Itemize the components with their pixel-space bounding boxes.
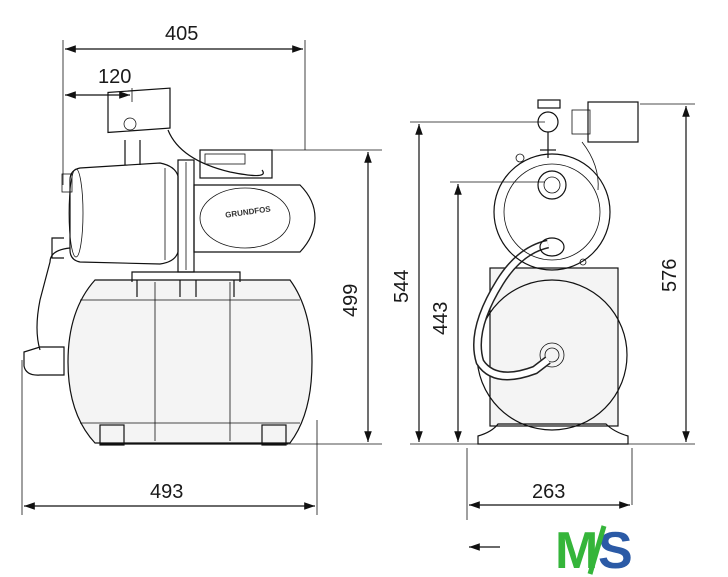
- dim-label-576: 576: [659, 259, 681, 292]
- pump-housing: [69, 162, 179, 265]
- side-view: [410, 99, 695, 551]
- connection-hose: [36, 247, 71, 351]
- dim-label-443: 443: [430, 302, 452, 335]
- side-tank-body: [489, 267, 619, 427]
- dim-label-263: 263: [532, 481, 565, 503]
- logo-slash: [587, 525, 607, 575]
- pump-motor: [193, 184, 316, 253]
- dim-label-499: 499: [340, 284, 362, 317]
- dimension-labels: 405 120 493 263 499 544 443 576: [98, 23, 681, 503]
- pressure-tank: [67, 279, 313, 444]
- tank-inlet-fitting: [23, 346, 65, 376]
- pressure-switch: [107, 87, 171, 134]
- side-tank-base: [477, 423, 629, 445]
- dim-label-120: 120: [98, 66, 131, 88]
- side-pump-body: [493, 153, 611, 271]
- tank-foot-left: [99, 424, 125, 446]
- dim-label-493: 493: [150, 481, 183, 503]
- ms-logo: M S: [555, 522, 633, 577]
- side-pressure-switch: [587, 101, 639, 143]
- pump-brand-label: GRUNDFOS: [225, 204, 272, 219]
- front-view: GRUNDFOS: [21, 40, 382, 515]
- tank-foot-right: [261, 424, 287, 446]
- dim-label-544: 544: [391, 270, 413, 303]
- dim-label-405: 405: [165, 23, 198, 45]
- power-cable: [167, 129, 264, 177]
